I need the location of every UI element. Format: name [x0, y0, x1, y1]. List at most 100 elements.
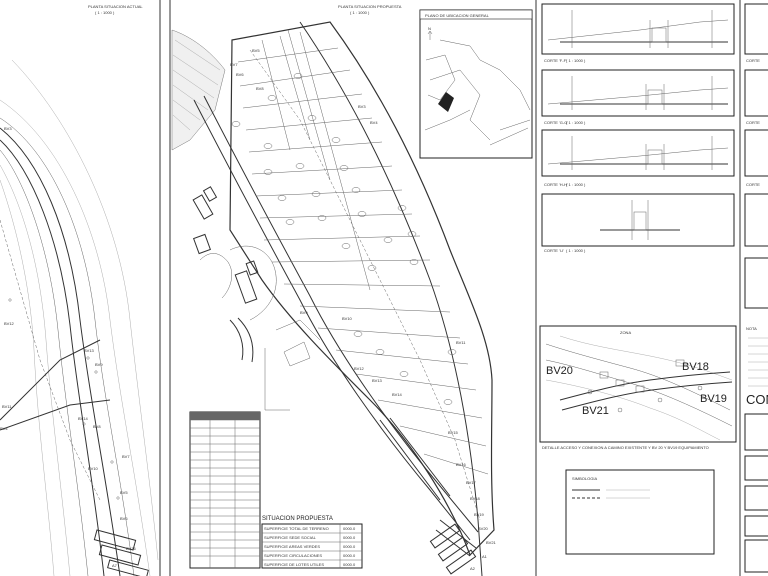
svg-text:BV21: BV21 — [486, 540, 497, 545]
bv-label: BV3 — [4, 126, 12, 131]
planta-actual: PLANTA SITUACION ACTUAL ( 1 : 1000 ) BV3… — [0, 4, 159, 576]
bv-label: BV16 — [126, 546, 137, 551]
svg-text:BV18: BV18 — [682, 361, 709, 373]
bv-label: BV13 — [84, 348, 95, 353]
svg-text:( 1 : 1000 ): ( 1 : 1000 ) — [566, 120, 586, 125]
bv-label: BV8 — [93, 424, 101, 429]
svg-text:SUPERFICIE TOTAL DE TERRENO: SUPERFICIE TOTAL DE TERRENO — [264, 526, 329, 531]
svg-text:( 1 : 1000 ): ( 1 : 1000 ) — [566, 248, 586, 253]
lower-structures — [93, 529, 149, 576]
detail-frame — [539, 325, 737, 443]
lot-markers — [231, 73, 457, 405]
svg-text:BV11: BV11 — [456, 340, 466, 345]
svg-text:BV16: BV16 — [456, 462, 467, 467]
cortes-partial-right: CORTE CORTE CORTE — [744, 3, 768, 309]
contour-2 — [0, 149, 89, 576]
notes-column: NOTA CON — [744, 326, 768, 573]
north-arrow-icon — [427, 30, 433, 40]
svg-text:BV8: BV8 — [256, 86, 264, 91]
simbologia: SIMBOLOGIA — [565, 469, 715, 555]
lot-grid — [237, 29, 489, 475]
svg-text:BV6: BV6 — [236, 72, 244, 77]
svg-text:CORTE 'F-F': CORTE 'F-F' — [544, 58, 567, 63]
svg-text:SUPERFICIE DE LOTES UTILES: SUPERFICIE DE LOTES UTILES — [264, 562, 324, 567]
svg-text:SUPERFICIE AREAS VERDES: SUPERFICIE AREAS VERDES — [264, 544, 320, 549]
corte-i: CORTE 'I-I' ( 1 : 1000 ) — [541, 193, 735, 253]
svg-text:BV13: BV13 — [372, 378, 383, 383]
svg-text:SUPERFICIE CIRCULACIONES: SUPERFICIE CIRCULACIONES — [264, 553, 322, 558]
location-roads — [424, 39, 531, 141]
location-plan-frame — [419, 9, 533, 159]
svg-text:A2: A2 — [470, 566, 476, 571]
bv-label: BV12 — [4, 321, 15, 326]
svg-text:BV10: BV10 — [342, 316, 353, 321]
survey-markers-actual — [8, 298, 120, 500]
contour-5 — [0, 179, 55, 576]
legend-title: SIMBOLOGIA — [572, 476, 597, 481]
bv-label: BV5 — [120, 490, 128, 495]
svg-text:( 1 : 1000 ): ( 1 : 1000 ) — [566, 58, 586, 63]
location-title: PLANO DE UBICACION GENERAL — [425, 13, 490, 18]
svg-text:BV7: BV7 — [230, 62, 238, 67]
road-branch-1 — [0, 339, 101, 421]
road-branch-2 — [0, 399, 111, 431]
lower-road-segments — [379, 417, 477, 575]
svg-text:0000.0: 0000.0 — [343, 544, 356, 549]
svg-text:SUPERFICIE SEDE SOCIAL: SUPERFICIE SEDE SOCIAL — [264, 535, 317, 540]
bv-labels-proposed: BV5 BV7 BV3 BV4 BV6 BV8 BV9 BV10 BV11 BV… — [230, 48, 497, 571]
svg-text:0000.0: 0000.0 — [343, 535, 356, 540]
road-edge-2 — [0, 139, 105, 576]
sede-social-buildings — [192, 186, 277, 363]
lots-table — [189, 411, 261, 569]
planta-propuesta: PLANTA SITUACION PROPUESTA ( 1 : 1000 ) — [171, 4, 533, 576]
svg-text:BV5: BV5 — [252, 48, 260, 53]
proposed-scale: ( 1 : 1000 ) — [350, 10, 370, 15]
svg-text:0000.0: 0000.0 — [343, 562, 356, 567]
svg-text:BV15: BV15 — [448, 430, 459, 435]
svg-text:CORTE 'I-I': CORTE 'I-I' — [544, 248, 564, 253]
svg-text:CORTE 'G-G': CORTE 'G-G' — [544, 120, 568, 125]
svg-text:BV18: BV18 — [470, 496, 481, 501]
bv-label: BV11 — [2, 404, 12, 409]
actual-title: PLANTA SITUACION ACTUAL — [88, 4, 143, 9]
road-edge-1 — [0, 127, 121, 576]
situacion-title: SITUACION PROPUESTA — [262, 516, 333, 522]
legend-frame — [565, 469, 715, 555]
corte-h: CORTE 'H-H' ( 1 : 1000 ) — [541, 129, 735, 187]
actual-scale: ( 1 : 1000 ) — [95, 10, 115, 15]
contour-4 — [0, 164, 71, 576]
bv-label: BV6 — [120, 516, 128, 521]
svg-text:0000.0: 0000.0 — [343, 526, 356, 531]
bv-label: BV9 — [95, 362, 103, 367]
bv-label: BV4 — [0, 426, 8, 431]
detail-acceso: ZONA BV20 BV18 BV19 BV21 DETALLE ACCESO … — [539, 325, 737, 450]
site-marker — [438, 92, 454, 112]
svg-text:BV9: BV9 — [300, 310, 308, 315]
svg-text:CORTE: CORTE — [746, 182, 760, 187]
svg-text:BV3: BV3 — [358, 104, 366, 109]
svg-text:BV17: BV17 — [466, 480, 477, 485]
svg-text:CORTE 'H-H': CORTE 'H-H' — [544, 182, 568, 187]
lots-table-frame — [189, 411, 261, 569]
situacion-propuesta-table: SITUACION PROPUESTA SUPERFICIE TOTAL DE … — [261, 516, 363, 569]
title-block-partial: CON — [746, 392, 768, 407]
main-road-edge-left — [193, 99, 471, 541]
svg-text:CORTE: CORTE — [746, 58, 760, 63]
corte-f: CORTE 'F-F' ( 1 : 1000 ) — [541, 3, 735, 63]
bv-label: A7 — [112, 563, 118, 568]
bv-label: BV7 — [122, 454, 130, 459]
svg-text:BV20: BV20 — [546, 365, 573, 377]
svg-text:( 1 : 1000 ): ( 1 : 1000 ) — [566, 182, 586, 187]
svg-text:BV19: BV19 — [700, 393, 727, 405]
cortes-panel: CORTE 'F-F' ( 1 : 1000 ) CORTE 'G-G' ( 1… — [539, 3, 768, 573]
lot-block-outline — [229, 21, 495, 557]
lots-table-header — [190, 412, 260, 420]
terrain-hatch — [172, 39, 221, 131]
corte-g: CORTE 'G-G' ( 1 : 1000 ) — [541, 69, 735, 125]
contour-6 — [11, 59, 159, 561]
alignment-dashed — [0, 219, 101, 501]
svg-text:0000.0: 0000.0 — [343, 553, 356, 558]
main-road-edge-right — [299, 21, 483, 576]
svg-text:A1: A1 — [482, 554, 488, 559]
contour-1 — [0, 117, 135, 576]
